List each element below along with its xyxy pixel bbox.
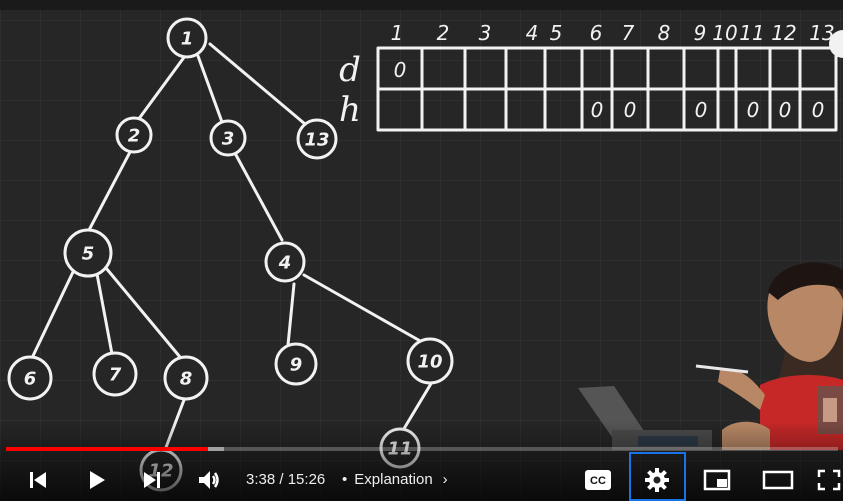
table-cell: 0 — [695, 98, 708, 122]
settings-focus-outline — [629, 452, 686, 501]
play-icon — [90, 470, 105, 489]
duration: 15:26 — [287, 471, 326, 488]
theater-mode-button[interactable] — [758, 458, 798, 501]
volume-icon — [199, 470, 219, 489]
table-cell: 0 — [591, 98, 604, 122]
column-header: 2 — [437, 21, 450, 45]
tree-node: 7 — [92, 351, 138, 397]
gear-icon — [645, 467, 669, 492]
row-label: h — [339, 90, 361, 130]
column-header: 7 — [622, 21, 635, 45]
column-header: 10 — [712, 21, 737, 45]
player-controls: 3:38 / 15:26 • Explanation › CC — [0, 458, 843, 501]
fullscreen-icon — [817, 469, 841, 490]
played-bar — [6, 447, 209, 451]
table-cell: 0 — [747, 98, 760, 122]
column-header: 5 — [550, 21, 563, 45]
tree-node: 10 — [406, 337, 454, 385]
fullscreen-button[interactable] — [816, 458, 843, 501]
controls-gradient — [0, 421, 843, 501]
table-cell: 0 — [812, 98, 825, 122]
column-header: 12 — [771, 21, 796, 45]
tree-node: 8 — [163, 355, 209, 401]
captions-icon: CC — [585, 469, 611, 490]
tree-node: 2 — [115, 116, 153, 154]
svg-text:1: 1 — [181, 29, 194, 50]
time-display: 3:38 / 15:26 — [246, 458, 325, 501]
row-label: d — [339, 50, 361, 90]
chevron-right-icon: › — [442, 471, 448, 488]
tree-node: 6 — [7, 355, 53, 401]
table-cell: 0 — [394, 58, 407, 82]
tree-node: 9 — [274, 342, 318, 386]
captions-button[interactable]: CC — [580, 458, 616, 501]
tree-node: 4 — [264, 241, 306, 283]
svg-text:7: 7 — [109, 365, 122, 386]
miniplayer-button[interactable] — [700, 458, 734, 501]
next-icon — [144, 471, 160, 488]
next-button[interactable] — [136, 458, 168, 501]
svg-text:8: 8 — [180, 369, 193, 390]
tree-node: 3 — [209, 119, 247, 157]
column-header: 8 — [658, 21, 671, 45]
volume-button[interactable] — [193, 458, 225, 501]
column-header: 6 — [590, 21, 603, 45]
tree-node: 13 — [296, 118, 338, 160]
chapter-title: Explanation — [354, 471, 433, 488]
table-cell: 0 — [624, 98, 637, 122]
table-cell: 0 — [779, 98, 792, 122]
svg-text:10: 10 — [417, 352, 442, 373]
svg-text:3: 3 — [222, 129, 235, 150]
svg-text:13: 13 — [304, 130, 329, 151]
column-header: 3 — [479, 21, 492, 45]
svg-text:5: 5 — [82, 244, 95, 265]
theater-mode-icon — [762, 470, 794, 489]
top-edge — [0, 0, 843, 10]
svg-text:2: 2 — [128, 126, 141, 147]
chapter-button[interactable]: • Explanation › — [342, 458, 448, 501]
svg-text:4: 4 — [278, 253, 292, 274]
svg-text:6: 6 — [24, 369, 37, 390]
settings-button[interactable] — [640, 458, 674, 501]
tree-node: 5 — [63, 228, 113, 278]
progress-bar[interactable] — [6, 447, 838, 451]
time-separator: / — [275, 471, 288, 488]
tree-node: 1 — [166, 17, 208, 59]
miniplayer-icon — [703, 469, 731, 490]
svg-text:9: 9 — [290, 355, 303, 376]
previous-button[interactable] — [22, 458, 54, 501]
chapter-dot: • — [342, 471, 348, 488]
current-time: 3:38 — [246, 471, 276, 488]
column-header: 9 — [694, 21, 707, 45]
column-header: 1 — [391, 21, 404, 45]
previous-icon — [30, 471, 46, 488]
column-header: 4 — [526, 21, 539, 45]
captions-label: CC — [590, 475, 606, 487]
corner-badge — [829, 30, 843, 58]
play-button[interactable] — [80, 458, 112, 501]
column-header: 11 — [739, 21, 764, 45]
